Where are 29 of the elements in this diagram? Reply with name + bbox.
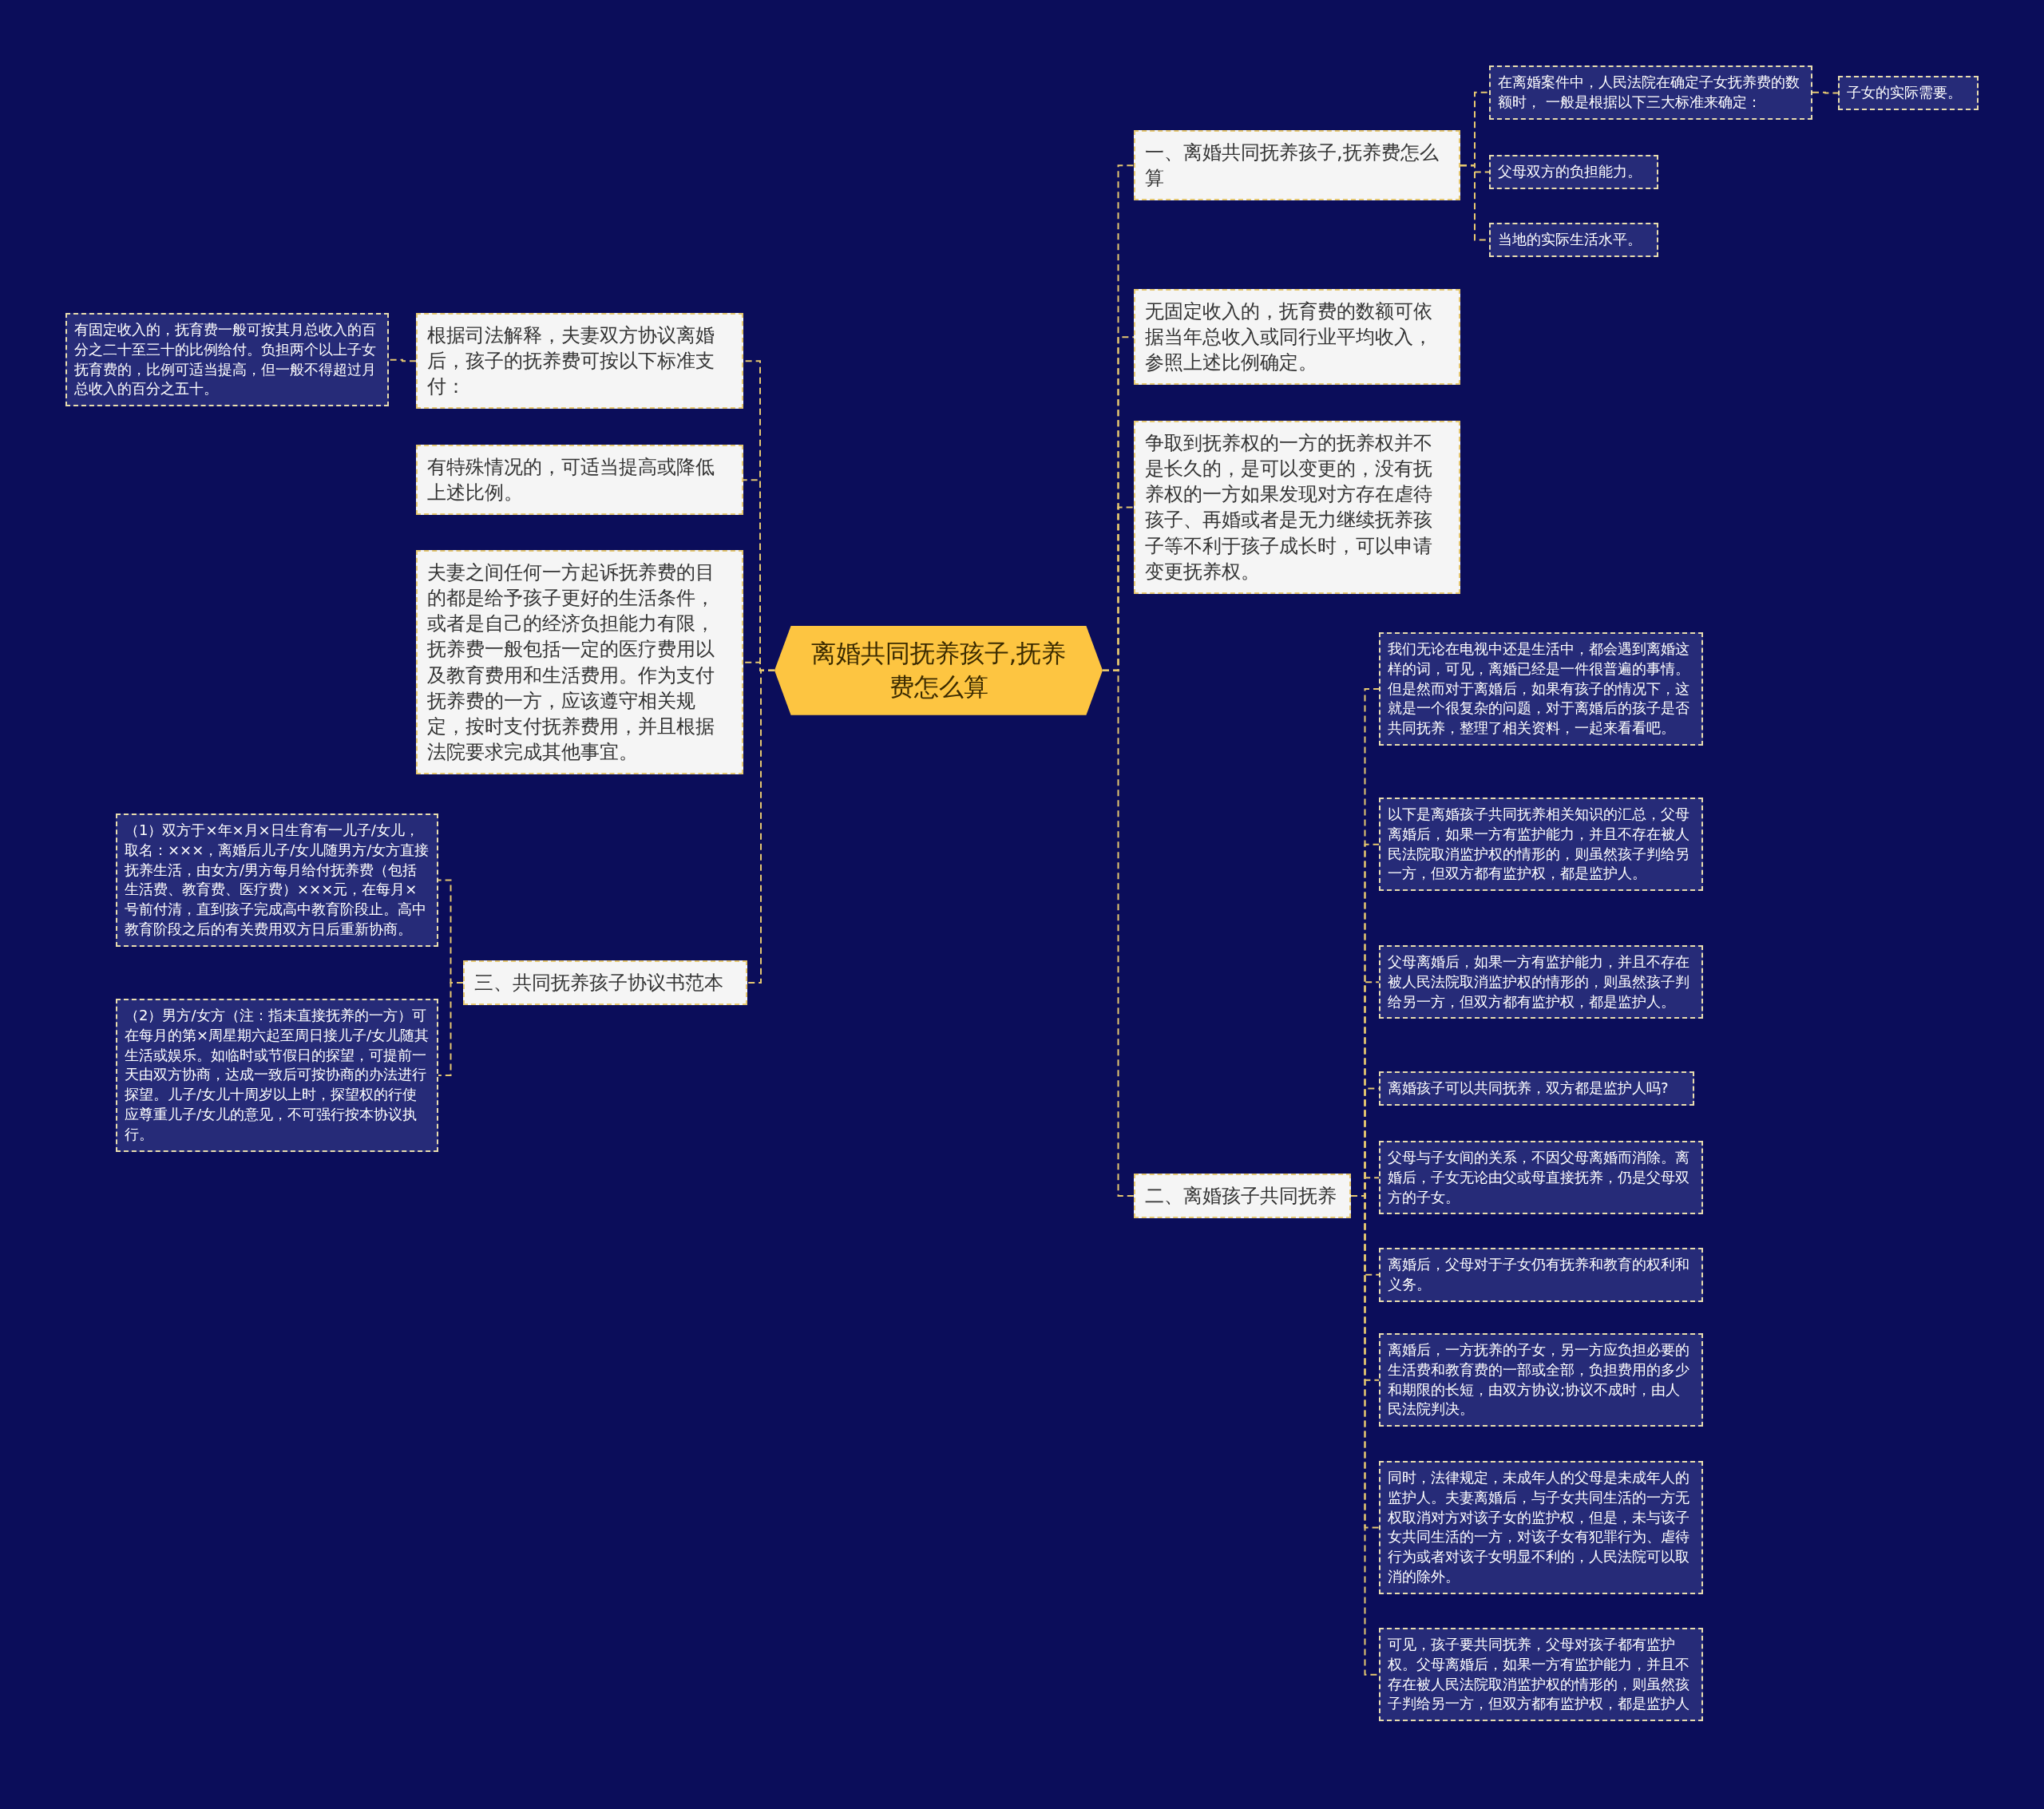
note-box: 可见，孩子要共同抚养，父母对孩子都有监护权。父母离婚后，如果一方有监护能力，并且不存在被人民法院取消监护权的情形的，则虽然孩子判给另一方，但双方都有监护权，都是监护人	[1379, 1628, 1703, 1722]
topic-box: 夫妻之间任何一方起诉抚养费的目的都是给予孩子更好的生活条件，或者是自己的经济负担能力有限，抚养费一般包括一定的医疗费用以及教育费用和生活费用。作为支付抚养费的一方，应该遵守相关规定，按时支付抚养费用，并且根据法院要求完成其他事宜。	[416, 550, 743, 775]
note-box: （1）双方于×年×月×日生育有一儿子/女儿，取名：×××，离婚后儿子/女儿随男方/女方直接抚养生活，由女方/男方每月给付抚养费（包括生活费、教育费、医疗费）×××元，在每月×号前付清，直到孩子完成高中教育阶段止。高中教育阶段之后的有关费用双方日后重新协商。	[116, 813, 438, 947]
note-box: 有固定收入的，抚育费一般可按其月总收入的百分之二十至三十的比例给付。负担两个以上子女抚育费的，比例可适当提高，但一般不得超过月总收入的百分之五十。	[65, 313, 389, 407]
connector-line	[1102, 669, 1135, 1197]
note-box: 以下是离婚孩子共同抚养相关知识的汇总，父母离婚后，如果一方有监护能力，并且不存在被人民法院取消监护权的情形的，则虽然孩子判给另一方，但双方都有监护权，都是监护人。	[1379, 798, 1703, 892]
note-box: 离婚后，父母对于子女仍有抚养和教育的权利和义务。	[1379, 1248, 1703, 1302]
note-box: 父母与子女间的关系，不因父母离婚而消除。离婚后，子女无论由父或母直接抚养，仍是父母双方的子女。	[1379, 1141, 1703, 1215]
note-box: 子女的实际需要。	[1838, 76, 1979, 110]
topic-box: 二、离婚孩子共同抚养	[1134, 1174, 1351, 1219]
note-box: 父母离婚后，如果一方有监护能力，并且不存在被人民法院取消监护权的情形的，则虽然孩子判给另一方，但双方都有监护权，都是监护人。	[1379, 945, 1703, 1019]
topic-box: 一、离婚共同抚养孩子,抚养费怎么算	[1134, 130, 1460, 201]
note-box: （2）男方/女方（注：指未直接抚养的一方）可在每月的第×周星期六起至周日接儿子/女儿随其生活或娱乐。如临时或节假日的探望，可提前一天由双方协商，达成一致后可按协商的办法进行探望。儿子/女儿十周岁以上时，探望权的行使应尊重儿子/女儿的意见，不可强行按本协议执行。	[116, 999, 438, 1152]
topic-box: 三、共同抚养孩子协议书范本	[463, 960, 747, 1006]
topic-box: 无固定收入的，抚育费的数额可依据当年总收入或同行业平均收入，参照上述比例确定。	[1134, 289, 1460, 386]
topic-box: 有特殊情况的，可适当提高或降低上述比例。	[416, 445, 743, 516]
topic-box: 根据司法解释，夫妻双方协议离婚后，孩子的抚养费可按以下标准支付：	[416, 313, 743, 410]
note-box: 我们无论在电视中还是生活中，都会遇到离婚这样的词，可见，离婚已经是一件很普遍的事情。但是然而对于离婚后，如果有孩子的情况下，这就是一个很复杂的问题，对于离婚后的孩子是否共同抚养，整理了相关资料，一起来看看吧。	[1379, 632, 1703, 746]
connector-line	[388, 358, 417, 362]
note-box: 父母双方的负担能力。	[1489, 155, 1658, 189]
connector-line	[438, 982, 464, 1076]
note-box: 离婚后，一方抚养的子女，另一方应负担必要的生活费和教育费的一部或全部，负担费用的多少和期限的长短，由双方协议;协议不成时，由人民法院判决。	[1379, 1333, 1703, 1427]
note-box: 在离婚案件中，人民法院在确定子女抚养费的数额时， 一般是根据以下三大标准来确定：	[1489, 65, 1812, 120]
note-box: 离婚孩子可以共同抚养，双方都是监护人吗?	[1379, 1071, 1694, 1106]
connector-line	[1812, 91, 1839, 94]
topic-box: 争取到抚养权的一方的抚养权并不是长久的，是可以变更的，没有抚养权的一方如果发现对方存在虐待孩子、再婚或者是无力继续抚养孩子等不利于孩子成长时，可以申请变更抚养权。	[1134, 421, 1460, 594]
note-box: 当地的实际生活水平。	[1489, 223, 1658, 257]
note-box: 同时，法律规定，未成年人的父母是未成年人的监护人。夫妻离婚后，与子女共同生活的一方无权取消对方对该子女的监护权，但是，未与该子女共同生活的一方，对该子女有犯罪行为、虐待行为或者对该子女明显不利的，人民法院可以取消的除外。	[1379, 1461, 1703, 1594]
connector-line	[747, 669, 775, 984]
